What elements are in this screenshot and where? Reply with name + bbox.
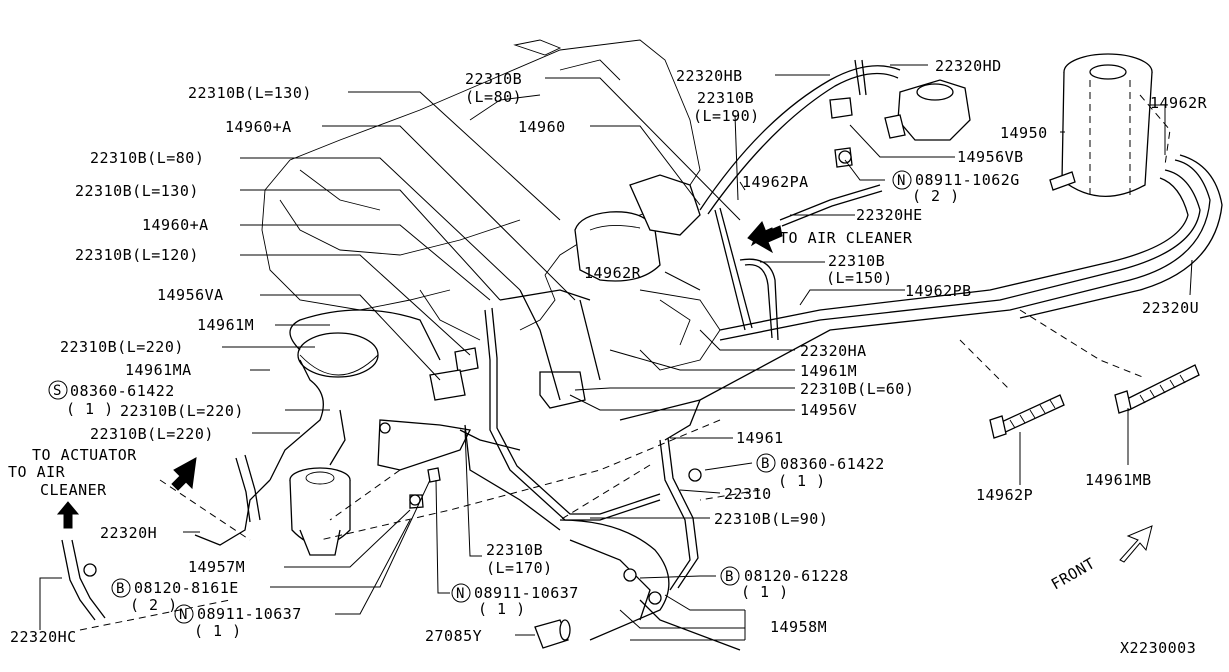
callout-label: 08360-61422 xyxy=(70,382,175,400)
callout-label: 22310B(L=60) xyxy=(800,380,914,398)
callout-label: 22310B xyxy=(465,70,522,88)
front-label: FRONT xyxy=(1048,554,1098,593)
callout-label: 14960+A xyxy=(225,118,292,136)
callout-label: 14962R xyxy=(584,264,642,282)
dashed-guides xyxy=(79,309,1146,631)
callout-label: (L=150) xyxy=(826,269,893,287)
callout-label: 22310B(L=130) xyxy=(188,84,312,102)
callout-label: 22310B xyxy=(697,89,754,107)
callout-label: 22320HB xyxy=(676,67,743,85)
callout-label: 14961M xyxy=(197,316,254,334)
symbol-b-icon xyxy=(111,578,131,598)
callout-label: ( 1 ) xyxy=(194,622,242,640)
hose-routing xyxy=(61,59,1223,651)
symbol-s-text: S xyxy=(53,383,61,399)
callout-label: 22310B xyxy=(828,252,885,270)
to-air-cleaner-up-arrow-icon xyxy=(56,501,80,529)
callout-label: 14960+A xyxy=(142,216,209,234)
symbol-n-text: N xyxy=(897,173,905,189)
callout-label: ( 1 ) xyxy=(478,600,526,618)
callout-label: 14956VA xyxy=(157,286,224,304)
solenoid-valve-14956VB xyxy=(829,79,971,168)
callout-label: 22320HE xyxy=(856,206,923,224)
symbol-n-text: N xyxy=(456,586,464,602)
symbol-markers: S B N N B N B xyxy=(48,170,912,624)
symbol-n-text: N xyxy=(179,607,187,623)
callout-label: 14950 xyxy=(1000,124,1048,142)
callout-label: (L=170) xyxy=(486,559,553,577)
symbol-b-icon xyxy=(720,566,740,586)
symbol-n-icon xyxy=(892,170,912,190)
vacuum-actuator-14957M xyxy=(289,332,379,556)
callout-label: 22320HA xyxy=(800,342,867,360)
callout-label: ( 1 ) xyxy=(778,472,826,490)
to-actuator-arrow-icon xyxy=(171,457,197,491)
clip-14962P xyxy=(989,394,1065,439)
callout-labels: 22310B(L=130) 22310B (L=80) 22320HB 2232… xyxy=(8,57,1208,646)
symbol-n-icon xyxy=(174,604,194,624)
callout-label: 14962PB xyxy=(905,282,972,300)
callout-label: TO ACTUATOR xyxy=(32,446,137,464)
callout-label: ( 2 ) xyxy=(130,596,178,614)
callout-label: 22310B(L=220) xyxy=(60,338,184,356)
throttle-body xyxy=(574,174,721,371)
fasteners xyxy=(83,150,852,605)
direction-arrows xyxy=(56,221,1153,563)
callout-label: 22310B(L=90) xyxy=(714,510,828,528)
callout-label: 14961MA xyxy=(125,361,192,379)
callout-label: 14958M xyxy=(770,618,827,636)
callout-label: 14962P xyxy=(976,486,1033,504)
callout-label: 14962PA xyxy=(742,173,809,191)
figure-code: X2230003 xyxy=(1120,639,1196,657)
clip-14961MB xyxy=(1114,364,1200,414)
callout-label: 14957M xyxy=(188,558,245,576)
leader-lines xyxy=(39,64,1193,641)
callout-label: 22320H xyxy=(100,524,157,542)
callout-label: (L=190) xyxy=(693,107,760,125)
callout-label: 22320HC xyxy=(10,628,77,646)
callout-label: 14956V xyxy=(800,401,857,419)
callout-label: 14961MB xyxy=(1085,471,1152,489)
callout-label: 08360-61422 xyxy=(780,455,885,473)
callout-label: 22310B(L=130) xyxy=(75,182,199,200)
canister-14950 xyxy=(1049,53,1171,200)
callout-label: ( 1 ) xyxy=(741,583,789,601)
callout-label: 22310 xyxy=(724,485,772,503)
valve-27085Y xyxy=(534,619,571,649)
callout-label: (L=80) xyxy=(465,88,522,106)
callout-label: CLEANER xyxy=(40,481,107,499)
callout-label: 08120-8161E xyxy=(134,579,239,597)
callout-label: 27085Y xyxy=(425,627,482,645)
callout-label: 08911-1062G xyxy=(915,171,1020,189)
symbol-s-icon xyxy=(48,380,68,400)
callout-label: 08120-61228 xyxy=(744,567,849,585)
callout-label: 22310B(L=120) xyxy=(75,246,199,264)
front-arrow-icon xyxy=(1119,525,1153,563)
callout-label: 22320U xyxy=(1142,299,1199,317)
callout-label: 14962R xyxy=(1150,94,1208,112)
symbol-n-icon xyxy=(451,583,471,603)
callout-label: 14961 xyxy=(736,429,784,447)
symbol-b-icon xyxy=(756,453,776,473)
center-solenoids xyxy=(377,347,586,509)
symbol-b-text: B xyxy=(725,569,733,585)
symbol-b-text: B xyxy=(761,456,769,472)
callout-label: 14960 xyxy=(518,118,566,136)
callout-label: 22310B(L=80) xyxy=(90,149,204,167)
callout-label: 22310B xyxy=(486,541,543,559)
symbol-b-text: B xyxy=(116,581,124,597)
callout-label: 22310B(L=220) xyxy=(120,402,244,420)
callout-label: 22320HD xyxy=(935,57,1002,75)
callout-label: 08911-10637 xyxy=(474,584,579,602)
callout-label: ( 2 ) xyxy=(912,187,960,205)
callout-label: 08911-10637 xyxy=(197,605,302,623)
callout-label: TO AIR xyxy=(8,463,66,481)
callout-label: 22310B(L=220) xyxy=(90,425,214,443)
callout-label: TO AIR CLEANER xyxy=(779,229,913,247)
callout-label: ( 1 ) xyxy=(66,400,114,418)
callout-label: 14961M xyxy=(800,362,857,380)
callout-label: 14956VB xyxy=(957,148,1024,166)
